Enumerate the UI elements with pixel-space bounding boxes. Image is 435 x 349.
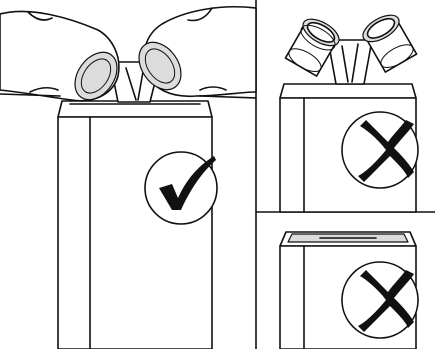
y-fitting [284, 10, 419, 84]
incorrect-badge [342, 112, 418, 188]
duct-collar [280, 84, 416, 98]
panel-wrong-top [280, 10, 418, 212]
incorrect-badge [342, 262, 418, 338]
correct-badge [145, 152, 217, 224]
duct-body [58, 117, 212, 349]
panel-correct [0, 7, 256, 349]
panel-wrong-bottom [280, 232, 418, 349]
duct-post [58, 101, 212, 349]
left-hand [0, 11, 126, 107]
